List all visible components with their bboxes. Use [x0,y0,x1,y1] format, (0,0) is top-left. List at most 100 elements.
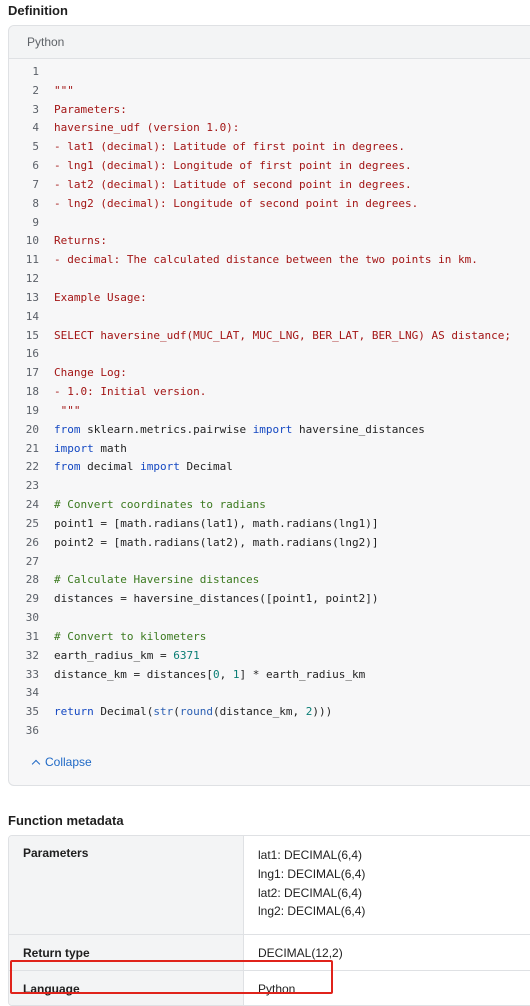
code-token: Parameters: [54,102,127,116]
code-token: - lng2 (decimal): Longitude of second po… [54,196,419,210]
code-line: 19 """ [9,402,530,421]
line-number: 17 [25,366,39,380]
code-token: 6371 [173,648,200,662]
code-text: point1 = [math.radians(lat1), math.radia… [54,515,379,534]
code-text: Returns: [54,232,107,251]
code-token: 1 [232,667,240,681]
code-token: sklearn.metrics.pairwise [80,422,253,436]
parameter-entry: lng2: DECIMAL(6,4) [258,904,366,919]
code-text: SELECT haversine_udf(MUC_LAT, MUC_LNG, B… [54,327,511,346]
code-line: 17 Change Log: [9,364,530,383]
code-text: # Calculate Haversine distances [54,571,259,590]
code-text: """ [54,402,81,421]
parameter-entry: lng1: DECIMAL(6,4) [258,866,366,881]
line-number: 22 [25,460,39,474]
code-line: 14 [9,308,530,327]
parameter-entry: lat2: DECIMAL(6,4) [258,885,363,900]
code-line: 9 [9,214,530,233]
line-number: 15 [25,328,39,342]
code-text: - lat2 (decimal): Latitude of second poi… [54,176,412,195]
code-token: point1 = [math.radians(lat1), math.radia… [54,516,379,530]
line-number: 10 [25,234,39,248]
code-language-label: Python [27,35,65,49]
code-token: point2 = [math.radians(lat2), math.radia… [54,535,379,549]
code-line: 12 [9,270,530,289]
metadata-value: DECIMAL(12,2) [258,946,343,960]
function-metadata-table: Parameters lat1: DECIMAL(6,4) lng1: DECI… [8,835,530,1006]
code-token: SELECT haversine_udf(MUC_LAT, MUC_LNG, B… [54,328,511,342]
code-token: - lat2 (decimal): Latitude of second poi… [54,177,412,191]
line-number: 16 [25,347,39,361]
line-number: 14 [25,309,39,323]
code-line: 26 point2 = [math.radians(lat2), math.rad… [9,534,530,553]
metadata-key: Parameters [9,836,244,934]
metadata-row-return-type: Return type DECIMAL(12,2) [9,935,530,971]
code-token: from [54,460,81,474]
code-token: ] * earth_radius_km [239,667,366,681]
code-token: Decimal( [93,705,154,719]
line-number: 18 [25,385,39,399]
code-line: 1 [9,63,530,82]
chevron-up-icon [31,759,41,768]
code-token: math [93,441,127,455]
line-number: 7 [32,177,39,191]
line-number: 11 [25,253,39,267]
code-text: - decimal: The calculated distance betwe… [54,251,478,270]
code-token: return [54,705,94,719]
code-token: round [179,705,213,719]
code-token: # Convert coordinates to radians [54,498,266,512]
line-number: 2 [32,83,39,97]
line-number: 28 [25,573,39,587]
code-text: Change Log: [54,364,127,383]
code-text: # Convert to kilometers [54,628,206,647]
code-text: distances = haversine_distances([point1,… [54,590,379,609]
code-line: 6- lng1 (decimal): Longitude of first po… [9,157,530,176]
parameter-entry: lat1: DECIMAL(6,4) [258,848,363,862]
code-text: return Decimal(str(round(distance_km, 2)… [54,703,332,722]
line-number: 24 [25,498,39,512]
code-line: 31# Convert to kilometers [9,628,530,647]
code-line: 27 [9,553,530,572]
metadata-value: Python [258,982,296,996]
metadata-value: lat1: DECIMAL(6,4) lng1: DECIMAL(6,4) la… [244,836,530,934]
code-line: 18 - 1.0: Initial version. [9,383,530,402]
code-text: - 1.0: Initial version. [54,383,206,402]
line-number: 5 [32,140,39,154]
collapse-button[interactable]: Collapse [31,755,92,769]
code-text: haversine_udf (version 1.0): [54,119,239,138]
line-number: 1 [32,65,39,78]
code-text: earth_radius_km = 6371 [54,647,200,666]
metadata-row-parameters: Parameters lat1: DECIMAL(6,4) lng1: DECI… [9,836,530,935]
code-token: decimal [80,460,141,474]
code-line: 36 [9,722,530,741]
code-text: from sklearn.metrics.pairwise import hav… [54,421,425,440]
code-line: 7 - lat2 (decimal): Latitude of second po… [9,176,530,195]
line-number: 36 [25,723,39,737]
code-token: ))) [312,705,333,719]
code-line: 5- lat1 (decimal): Latitude of first poi… [9,138,530,157]
code-line: 8- lng2 (decimal): Longitude of second p… [9,195,530,214]
code-line: 35 return Decimal(str(round(distance_km, … [9,703,530,722]
code-text: point2 = [math.radians(lat2), math.radia… [54,534,379,553]
code-token: distances = haversine_distances([point1,… [54,592,379,606]
code-line: 16 [9,345,530,364]
code-token: Change Log: [54,366,127,380]
metadata-key: Return type [9,935,244,970]
code-header: Python [9,26,530,59]
line-number: 35 [25,705,39,719]
code-text: - lng2 (decimal): Longitude of second po… [54,195,418,214]
code-token: ( [173,705,180,719]
line-number: 26 [25,535,39,549]
collapse-label: Collapse [45,755,92,769]
code-text: # Convert coordinates to radians [54,496,266,515]
code-line: 24 # Convert coordinates to radians [9,496,530,515]
code-text: - lng1 (decimal): Longitude of first poi… [54,157,412,176]
code-token: 2 [305,705,313,719]
